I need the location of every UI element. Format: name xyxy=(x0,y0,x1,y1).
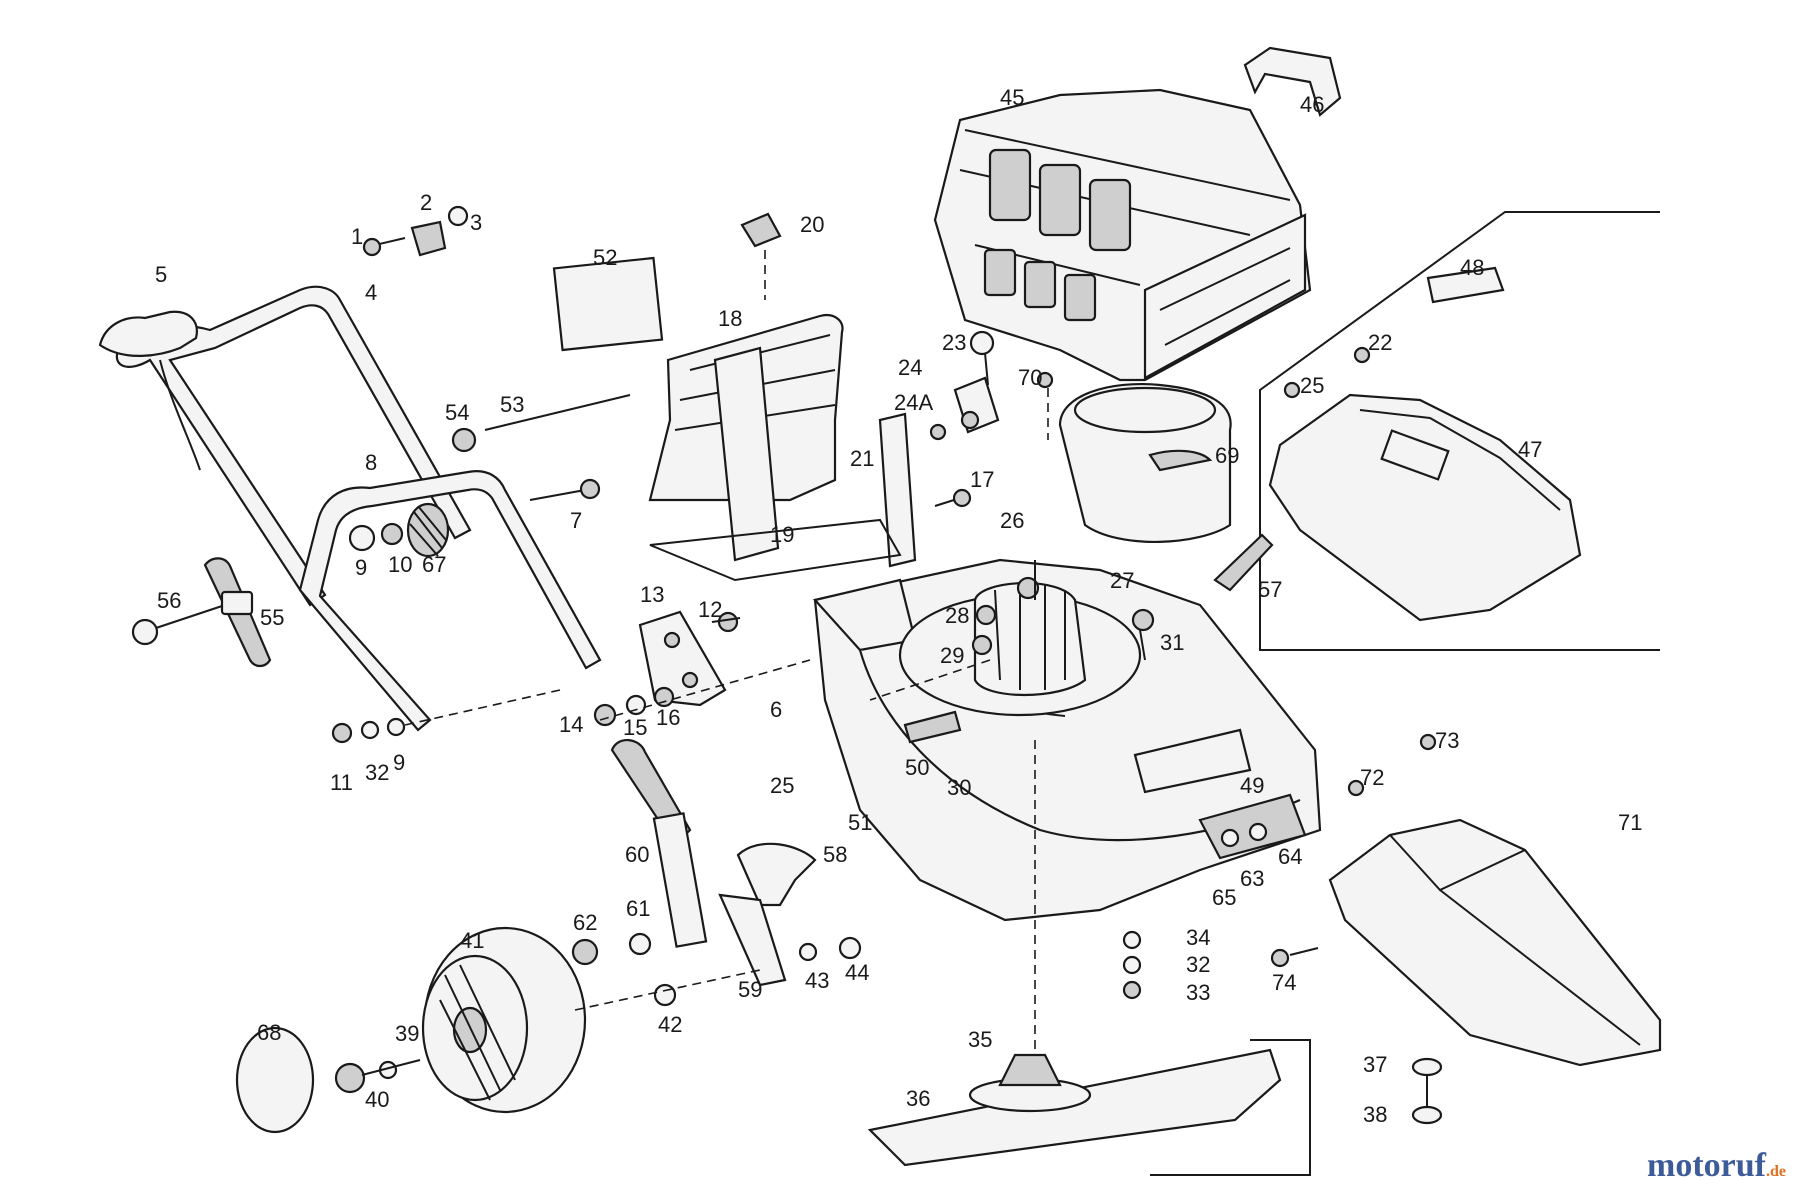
label-38: 38 xyxy=(1363,1102,1387,1127)
side-cover xyxy=(1213,211,1660,651)
label-25-left: 25 xyxy=(770,773,794,798)
label-50: 50 xyxy=(905,755,929,780)
label-18: 18 xyxy=(718,306,742,331)
label-13: 13 xyxy=(640,582,664,607)
label-68: 68 xyxy=(257,1020,281,1045)
watermark-brand-a: moto xyxy=(1647,1147,1721,1184)
label-34: 34 xyxy=(1186,925,1210,950)
label-46: 46 xyxy=(1300,92,1324,117)
label-12: 12 xyxy=(698,597,722,622)
label-31: 31 xyxy=(1160,630,1184,655)
label-8: 8 xyxy=(365,450,377,475)
label-55: 55 xyxy=(260,605,284,630)
label-53: 53 xyxy=(500,392,524,417)
label-25-right: 25 xyxy=(1300,373,1324,398)
rear-flap-frame xyxy=(552,212,917,582)
label-21: 21 xyxy=(850,446,874,471)
label-22: 22 xyxy=(1368,330,1392,355)
switch-parts xyxy=(929,330,1000,508)
label-15: 15 xyxy=(623,715,647,740)
watermark-tld: .de xyxy=(1766,1163,1786,1180)
label-54: 54 xyxy=(445,400,469,425)
part-labels: 1 2 3 4 5 7 8 9 10 67 56 55 11 32 9 14 1… xyxy=(155,85,1642,1127)
fan-housing xyxy=(1036,371,1232,544)
label-29: 29 xyxy=(940,643,964,668)
height-adjust-bracket xyxy=(593,610,811,727)
label-69: 69 xyxy=(1215,443,1239,468)
label-42: 42 xyxy=(658,1012,682,1037)
label-40: 40 xyxy=(365,1087,389,1112)
label-20: 20 xyxy=(800,212,824,237)
label-28: 28 xyxy=(945,603,969,628)
label-1: 1 xyxy=(351,224,363,249)
handle-assembly xyxy=(98,205,631,744)
label-39: 39 xyxy=(395,1021,419,1046)
label-49: 49 xyxy=(1240,773,1264,798)
grass-box xyxy=(933,46,1342,382)
label-48: 48 xyxy=(1460,255,1484,280)
label-32-left: 32 xyxy=(365,760,389,785)
label-4: 4 xyxy=(365,280,377,305)
label-65: 65 xyxy=(1212,885,1236,910)
label-64: 64 xyxy=(1278,844,1302,869)
label-74: 74 xyxy=(1272,970,1296,995)
mower-deck xyxy=(812,558,1322,1080)
label-56: 56 xyxy=(157,588,181,613)
label-19: 19 xyxy=(770,522,794,547)
motoruf-watermark: motoruf.de xyxy=(1647,1147,1786,1185)
label-16: 16 xyxy=(656,705,680,730)
label-3: 3 xyxy=(470,210,482,235)
label-62: 62 xyxy=(573,910,597,935)
label-23: 23 xyxy=(942,330,966,355)
wheel-assembly xyxy=(235,739,862,1134)
label-17: 17 xyxy=(970,467,994,492)
label-43: 43 xyxy=(805,968,829,993)
label-70: 70 xyxy=(1018,365,1042,390)
label-72: 72 xyxy=(1360,765,1384,790)
label-47: 47 xyxy=(1518,437,1542,462)
label-61: 61 xyxy=(626,896,650,921)
label-10: 10 xyxy=(388,552,412,577)
label-14: 14 xyxy=(559,712,583,737)
label-35: 35 xyxy=(968,1027,992,1052)
label-57: 57 xyxy=(1258,577,1282,602)
label-45: 45 xyxy=(1000,85,1024,110)
label-27: 27 xyxy=(1110,568,1134,593)
label-52: 52 xyxy=(593,245,617,270)
label-9-bottom: 9 xyxy=(393,750,405,775)
label-30: 30 xyxy=(947,775,971,800)
label-11: 11 xyxy=(330,770,353,795)
label-51: 51 xyxy=(848,810,872,835)
label-37: 37 xyxy=(1363,1052,1387,1077)
label-58: 58 xyxy=(823,842,847,867)
watermark-brand-b: ruf xyxy=(1720,1147,1766,1184)
label-60: 60 xyxy=(625,842,649,867)
label-59: 59 xyxy=(738,977,762,1002)
label-6: 6 xyxy=(770,697,782,722)
label-36: 36 xyxy=(906,1086,930,1111)
label-24: 24 xyxy=(898,355,922,380)
label-67: 67 xyxy=(422,552,446,577)
label-71: 71 xyxy=(1618,810,1642,835)
blade-assembly xyxy=(867,930,1443,1176)
label-7: 7 xyxy=(570,508,582,533)
label-9-top: 9 xyxy=(355,555,367,580)
label-73: 73 xyxy=(1435,728,1459,753)
label-32-right: 32 xyxy=(1186,952,1210,977)
label-26: 26 xyxy=(1000,508,1024,533)
label-2: 2 xyxy=(420,190,432,215)
label-44: 44 xyxy=(845,960,869,985)
label-41: 41 xyxy=(460,928,484,953)
rear-cover xyxy=(1270,733,1662,1067)
label-33: 33 xyxy=(1186,980,1210,1005)
label-24a: 24A xyxy=(894,390,933,415)
label-5: 5 xyxy=(155,262,167,287)
label-63: 63 xyxy=(1240,866,1264,891)
